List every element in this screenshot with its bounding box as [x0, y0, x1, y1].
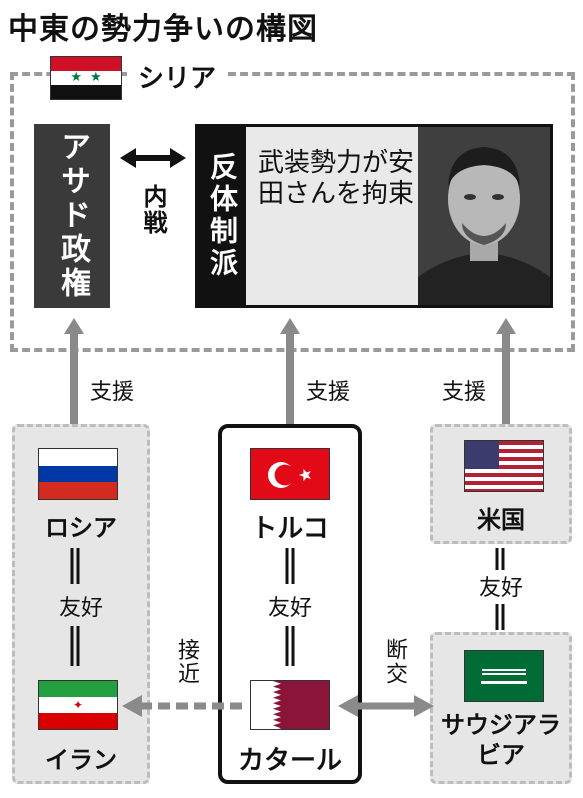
qatar-label: カタール [237, 746, 342, 776]
portrait-photo [418, 127, 550, 305]
page-title: 中東の勢力争いの構図 [8, 12, 318, 47]
syria-label: シリア [130, 58, 225, 95]
friendly-line-right-top [495, 548, 505, 570]
stars-stripes-pattern [465, 441, 543, 491]
rebels-label: 反体制派 [206, 152, 239, 280]
sword-icon [481, 680, 527, 684]
cut-ties-label: 断交 [382, 638, 407, 686]
assad-regime-label: アサド政権 [55, 131, 90, 301]
friendly-label-center: 友好 [267, 596, 312, 621]
approach-label: 接近 [174, 638, 199, 686]
friendly-line-left-bottom [70, 626, 80, 666]
rebels-caption: 武装勢力が安田さんを拘束 [258, 148, 415, 210]
support-arrow-center [280, 318, 300, 428]
turkey-flag [250, 448, 330, 500]
russia-flag [38, 448, 118, 500]
rebels-label-box: 反体制派 [198, 127, 246, 305]
assad-regime-box: アサド政権 [34, 124, 110, 308]
approach-arrow [122, 695, 248, 717]
friendly-line-left-top [70, 548, 80, 584]
usa-flag [464, 440, 544, 492]
syria-flag: ★★ [50, 56, 122, 100]
qatar-flag-pattern [251, 681, 329, 729]
russia-label: ロシア [45, 514, 117, 542]
friendly-label-left: 友好 [58, 596, 103, 621]
support-arrow-left [64, 318, 84, 428]
support-arrow-right [496, 318, 516, 428]
saudi-label: サウジアラビア [441, 711, 561, 769]
civil-war-arrow [120, 148, 186, 168]
support-label-left: 支援 [86, 372, 139, 408]
star-icon: ★ [70, 70, 82, 86]
support-label-right: 支援 [438, 372, 491, 408]
cut-ties-arrow [338, 695, 434, 717]
friendly-label-right: 友好 [478, 576, 523, 601]
friendly-line-right-bottom [495, 604, 505, 630]
turkey-label: トルコ [251, 514, 329, 544]
iran-flag: ✦ [38, 680, 118, 730]
friendly-line-center-top [285, 548, 295, 584]
emblem-icon: ✦ [72, 697, 84, 712]
qatar-flag [250, 680, 330, 730]
script-icon [482, 668, 526, 675]
usa-label: 米国 [477, 506, 525, 534]
friendly-line-center-bottom [285, 626, 295, 666]
star-icon: ★ [90, 70, 102, 86]
crescent-star-icon [268, 462, 311, 488]
iran-label: イラン [45, 746, 117, 774]
saudi-flag [464, 650, 544, 702]
civil-war-label: 内戦 [139, 184, 167, 236]
support-label-center: 支援 [302, 372, 355, 408]
